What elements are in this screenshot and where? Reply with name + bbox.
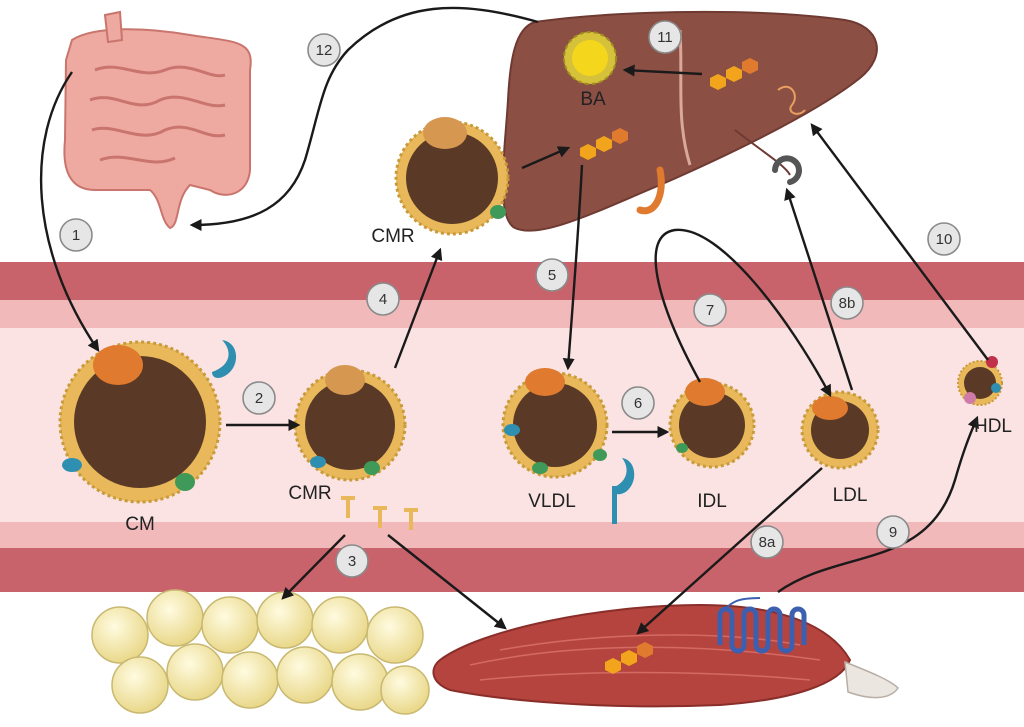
- arrow-step-3a: [281, 534, 346, 600]
- arrow-step-8a: [636, 467, 823, 635]
- transmembrane-receptor-icon: [717, 597, 807, 654]
- idl-particle: [668, 378, 756, 469]
- step-badge-6: 6: [621, 386, 655, 420]
- step-badge-9: 9: [876, 515, 910, 549]
- label-cm: CM: [125, 514, 155, 535]
- apoprotein-icon: [612, 458, 635, 524]
- step-badge-5: 5: [535, 258, 569, 292]
- step-badge-2: 2: [242, 381, 276, 415]
- step-number: 9: [889, 524, 897, 541]
- label-vldl: VLDL: [528, 491, 576, 512]
- arrow-step-3b: [387, 534, 507, 630]
- bile-acid-particle: [563, 31, 617, 85]
- step-badge-10: 10: [927, 222, 961, 256]
- step-number: 3: [348, 553, 356, 570]
- step-badge-11: 11: [648, 20, 682, 54]
- arrow-step-7: [654, 228, 832, 398]
- label-hdl: HDL: [974, 416, 1012, 437]
- label-ldl: LDL: [833, 485, 868, 506]
- arrow-liver-uptake: [521, 146, 571, 170]
- arrow-step-1: [39, 71, 100, 352]
- apoprotein-icon: [212, 340, 237, 378]
- muscle-icon: [432, 603, 899, 708]
- adipose-tissue-icon: [91, 589, 430, 715]
- cmr-vessel-particle: [293, 365, 407, 482]
- step-number: 2: [255, 390, 263, 407]
- step-number: 4: [379, 291, 387, 308]
- step-badge-3: 3: [335, 544, 369, 578]
- step-number: 7: [706, 302, 714, 319]
- step-number: 8a: [759, 534, 776, 551]
- step-number: 1: [72, 227, 80, 244]
- step-number: 11: [657, 29, 673, 46]
- arrow-step-10: [810, 123, 989, 361]
- step-badge-8a: 8a: [750, 525, 784, 559]
- pathway-arrows: [39, 6, 989, 635]
- step-number: 12: [316, 42, 333, 59]
- step-number: 5: [548, 267, 556, 284]
- label-idl: IDL: [697, 491, 727, 512]
- cholesterol-molecule-icon: [710, 58, 758, 90]
- step-badge-12: 12: [307, 33, 341, 67]
- hdl-particle: [957, 356, 1003, 406]
- step-number: 10: [936, 231, 953, 248]
- arrow-step-4: [393, 247, 443, 369]
- arrow-step-8b: [784, 187, 854, 391]
- label-cmr-vessel: CMR: [288, 483, 331, 504]
- vldl-particle: [501, 368, 609, 479]
- liver-icon: [501, 10, 878, 232]
- step-number: 8b: [839, 295, 856, 312]
- ldl-particle: [800, 390, 880, 470]
- arrow-step-12: [189, 6, 539, 231]
- step-badge-1: 1: [59, 218, 93, 252]
- cmr-liver-particle: [394, 117, 510, 236]
- label-cmr-liver: CMR: [371, 226, 414, 247]
- intestine-icon: [63, 10, 252, 230]
- cholesterol-molecule-icon: [605, 642, 653, 674]
- vessel-wall-top-inner: [0, 300, 1024, 330]
- step-number: 6: [634, 395, 642, 412]
- cholesterol-molecule-icon: [580, 128, 628, 160]
- cm-particle: [58, 340, 222, 504]
- vessel-wall-bottom-inner: [0, 522, 1024, 550]
- lpl-receptor-icon: [341, 496, 418, 530]
- step-badge-7: 7: [693, 293, 727, 327]
- arrow-step-5: [562, 164, 584, 371]
- label-ba: BA: [580, 89, 606, 110]
- arrow-step-11: [622, 64, 703, 77]
- vessel-wall-bottom: [0, 548, 1024, 592]
- step-badge-4: 4: [366, 282, 400, 316]
- arrow-step-9: [777, 415, 979, 593]
- step-badge-8b: 8b: [830, 286, 864, 320]
